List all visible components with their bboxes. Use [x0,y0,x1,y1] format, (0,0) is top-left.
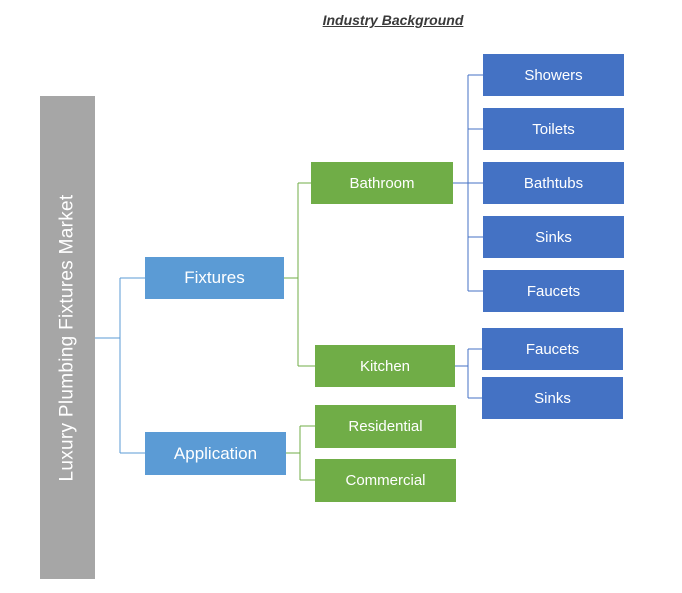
bathtubs-node: Bathtubs [483,162,624,204]
root-label: Luxury Plumbing Fixtures Market [56,193,78,482]
commercial-label: Commercial [345,472,426,489]
bathroom-faucets-node: Faucets [483,270,624,312]
bathroom-sinks-label: Sinks [535,228,572,246]
kitchen-faucets-label: Faucets [525,340,580,358]
residential-node: Residential [315,405,456,448]
commercial-node: Commercial [315,459,456,502]
kitchen-node: Kitchen [315,345,455,387]
toilets-node: Toilets [483,108,624,150]
bathroom-label: Bathroom [349,174,415,192]
toilets-label: Toilets [532,120,575,138]
residential-label: Residential [348,418,423,435]
kitchen-faucets-node: Faucets [482,328,623,370]
root-connectors [95,277,145,454]
bathroom-connectors [453,74,483,292]
bathroom-node: Bathroom [311,162,453,204]
bathroom-faucets-label: Faucets [526,282,581,300]
bathroom-sinks-node: Sinks [483,216,624,258]
root-node: Luxury Plumbing Fixtures Market [40,96,95,579]
kitchen-sinks-node: Sinks [482,377,623,419]
showers-label: Showers [524,66,583,84]
application-connectors [286,425,315,481]
kitchen-connectors [455,348,482,399]
diagram-title: Industry Background [322,12,464,28]
kitchen-label: Kitchen [359,357,411,375]
showers-node: Showers [483,54,624,96]
fixtures-connectors [284,182,315,367]
fixtures-label: Fixtures [184,268,245,287]
application-node: Application [145,432,286,475]
application-label: Application [173,443,258,463]
fixtures-node: Fixtures [145,257,284,299]
bathtubs-label: Bathtubs [523,174,584,192]
kitchen-sinks-label: Sinks [534,389,571,407]
